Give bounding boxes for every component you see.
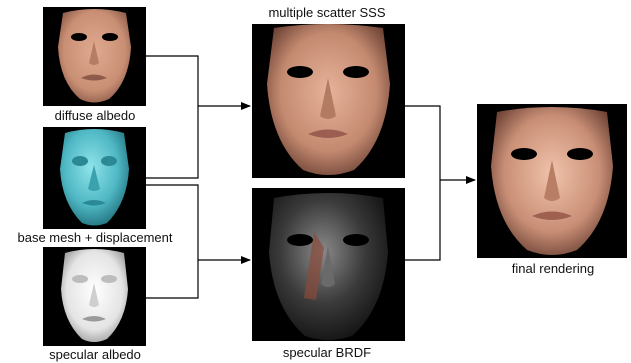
diffuse-albedo-image: [43, 7, 146, 106]
diffuse-albedo-label: diffuse albedo: [55, 108, 136, 123]
final-face-icon: [477, 104, 627, 258]
final-rendering-label: final rendering: [512, 261, 594, 276]
multiple-scatter-label: multiple scatter SSS: [268, 5, 385, 20]
base-mesh-label: base mesh + displacement: [17, 230, 172, 245]
mesh-face-icon: [43, 127, 146, 229]
connector-sss-to-final: [405, 106, 440, 180]
connector-brdf-to-final: [405, 180, 440, 260]
arrow-specalb-to-brdf: [146, 260, 250, 298]
specular-brdf-face-icon: [252, 188, 405, 341]
final-rendering-image: [477, 104, 627, 258]
specular-face-icon: [43, 247, 146, 346]
specular-brdf-label: specular BRDF: [283, 345, 371, 360]
specular-albedo-image: [43, 247, 146, 346]
specular-albedo-label: specular albedo: [49, 347, 141, 362]
connector-mesh-to-brdf: [146, 185, 198, 260]
base-mesh-image: [43, 127, 146, 229]
rendered-face-icon: [252, 24, 405, 178]
connector-mesh-to-sss: [146, 106, 198, 178]
face-icon: [43, 7, 146, 106]
multiple-scatter-image: [252, 24, 405, 178]
specular-brdf-image: [252, 188, 405, 341]
arrow-diffuse-to-sss: [146, 56, 250, 106]
